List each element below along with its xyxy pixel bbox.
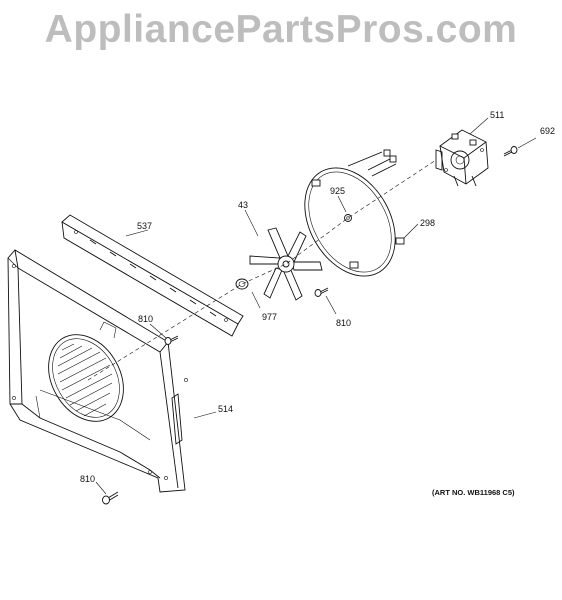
callout-810-top: 810 (138, 314, 153, 324)
heating-element-298[interactable] (286, 149, 413, 292)
assembly-axis (87, 159, 437, 381)
callout-810-bottom: 810 (80, 474, 95, 484)
screw-692[interactable] (503, 146, 518, 157)
leader-lines (95, 117, 537, 495)
callout-43: 43 (238, 200, 248, 210)
fan-blade-43[interactable] (249, 227, 323, 301)
site-watermark: AppliancePartsPros.com (44, 8, 518, 51)
bracket-537[interactable] (61, 214, 244, 337)
screw-810-bottom[interactable] (102, 491, 119, 505)
screw-810-top[interactable] (164, 335, 179, 345)
callout-514: 514 (218, 404, 233, 414)
callout-511: 511 (490, 110, 504, 120)
callout-537: 537 (137, 221, 152, 231)
callout-692: 692 (540, 126, 555, 136)
callout-977: 977 (262, 312, 277, 322)
washer-925[interactable] (344, 214, 352, 222)
callout-925: 925 (330, 186, 345, 196)
art-number: (ART NO. WB11968 C5) (432, 488, 515, 497)
callout-298: 298 (420, 218, 435, 228)
screw-810-mid[interactable] (314, 287, 329, 297)
nut-977[interactable] (235, 278, 249, 290)
fan-motor-511[interactable] (435, 129, 489, 187)
callout-810-mid: 810 (336, 318, 351, 328)
rear-panel-514[interactable] (7, 249, 188, 493)
